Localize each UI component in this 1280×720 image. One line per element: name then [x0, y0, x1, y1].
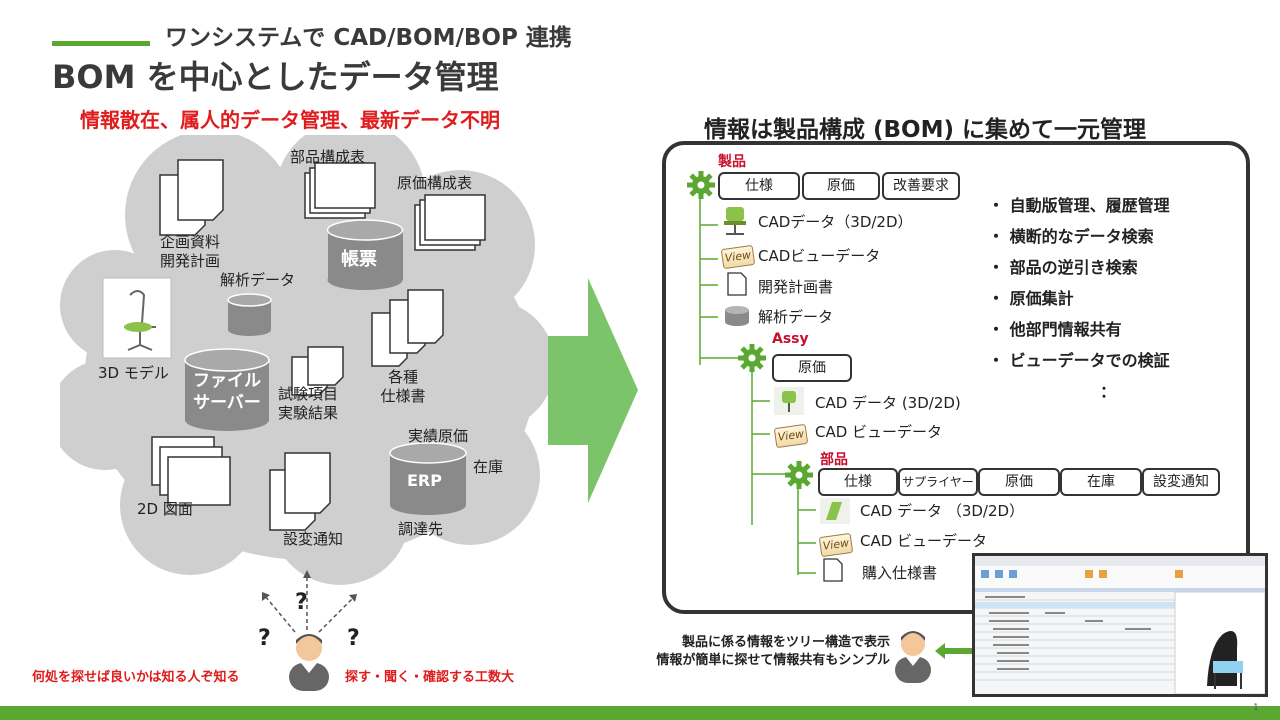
solution-heading: 情報は製品構成 (BOM) に集めて一元管理 — [704, 117, 1147, 143]
product-child-analysis: 解析データ — [758, 308, 834, 326]
label-file-server: ファイル サーバー — [193, 371, 261, 414]
label-2d-drawing: 2D 図面 — [137, 500, 193, 518]
double-arrow-icon — [935, 643, 989, 659]
assy-child-view: CAD ビューデータ — [815, 423, 943, 441]
page-number: 1 — [1253, 703, 1259, 713]
part-child-purchase-spec: 購入仕様書 — [862, 564, 938, 582]
node-part-label: 部品 — [820, 452, 848, 468]
label-actual-cost: 実績原価 — [408, 427, 469, 445]
footer-bar — [0, 706, 1280, 720]
part-box-ecn: 設変通知 — [1142, 468, 1220, 496]
solution-caption: 製品に係る情報をツリー構造で表示 情報が簡単に探せて情報共有もシンプル — [656, 635, 890, 668]
product-child-plan: 開発計画書 — [758, 278, 834, 296]
label-3d-model: 3D モデル — [98, 364, 169, 382]
feature-item: ・ 自動版管理、履歴管理 — [988, 196, 1170, 215]
screenshot-mock — [975, 556, 1265, 694]
gear-icon — [785, 461, 813, 489]
gear-icon — [687, 171, 715, 199]
caption-who-knows: 何処を探せば良いかは知る人ぞ知る — [32, 670, 240, 685]
part-box-cost: 原価 — [978, 468, 1060, 496]
label-test: 試験項目 実験結果 — [278, 385, 339, 422]
node-product-label: 製品 — [718, 154, 746, 170]
feature-item: ・ ビューデータでの検証 — [988, 351, 1170, 370]
bom-tree-lines — [699, 195, 816, 575]
label-planning: 企画資料 開発計画 — [159, 233, 220, 270]
label-procurement: 調達先 — [398, 520, 444, 538]
feature-item: ・ 横断的なデータ検索 — [988, 227, 1154, 246]
feature-item: ・ 原価集計 — [988, 289, 1074, 308]
label-cost-list: 原価構成表 — [397, 174, 473, 192]
part-child-cad: CAD データ （3D/2D） — [860, 502, 1025, 520]
document-icon — [823, 558, 843, 582]
part-box-inventory: 在庫 — [1060, 468, 1142, 496]
feature-ellipsis: ： — [1100, 382, 1117, 401]
slide-subtitle: ワンシステムで CAD/BOM/BOP 連携 — [165, 25, 572, 51]
part-box-supplier: サプライヤー — [898, 468, 978, 496]
cloud-illustration — [60, 135, 555, 585]
caption-effort: 探す・聞く・確認する工数大 — [345, 670, 515, 685]
feature-item: ・ 他部門情報共有 — [988, 320, 1122, 339]
slide-title: BOM を中心としたデータ管理 — [52, 58, 499, 96]
database-icon — [725, 306, 749, 326]
cad-part-icon — [820, 498, 850, 524]
part-box-spec: 仕様 — [818, 468, 898, 496]
feature-list: ・ 自動版管理、履歴管理 ・ 横断的なデータ検索 ・ 部品の逆引き検索 ・ 原価… — [988, 190, 1170, 407]
software-screenshot — [972, 553, 1268, 697]
bom-tree-panel — [662, 141, 1250, 614]
label-specs: 各種 仕様書 — [380, 368, 426, 405]
label-analysis: 解析データ — [220, 271, 296, 289]
problem-heading: 情報散在、属人的データ管理、最新データ不明 — [80, 108, 500, 132]
product-child-cad: CADデータ（3D/2D） — [758, 213, 913, 231]
question-mark: ? — [347, 626, 360, 651]
cad-chair-icon — [724, 207, 746, 235]
label-ecn: 設変通知 — [283, 530, 344, 548]
feature-item: ・ 部品の逆引き検索 — [988, 258, 1138, 277]
label-parts-list: 部品構成表 — [290, 148, 366, 166]
confused-person-illustration — [262, 570, 357, 691]
assy-child-cad: CAD データ (3D/2D) — [815, 394, 961, 412]
part-child-view: CAD ビューデータ — [860, 532, 988, 550]
product-child-view: CADビューデータ — [758, 247, 881, 265]
transition-arrow — [548, 278, 638, 503]
label-ledger: 帳票 — [341, 249, 377, 270]
user-avatar-icon — [895, 631, 931, 683]
cad-chair-icon — [774, 387, 804, 415]
product-box-cost: 原価 — [802, 172, 880, 200]
label-inventory: 在庫 — [473, 458, 504, 476]
document-icon — [727, 272, 747, 296]
gear-icon — [738, 344, 766, 372]
label-erp: ERP — [407, 471, 442, 490]
node-assy-label: Assy — [772, 331, 809, 347]
product-box-improvement: 改善要求 — [882, 172, 960, 200]
question-mark: ? — [258, 626, 271, 651]
header-accent-bar — [52, 41, 150, 46]
product-box-spec: 仕様 — [718, 172, 800, 200]
question-mark: ? — [295, 590, 308, 615]
assy-box-cost: 原価 — [772, 354, 852, 382]
